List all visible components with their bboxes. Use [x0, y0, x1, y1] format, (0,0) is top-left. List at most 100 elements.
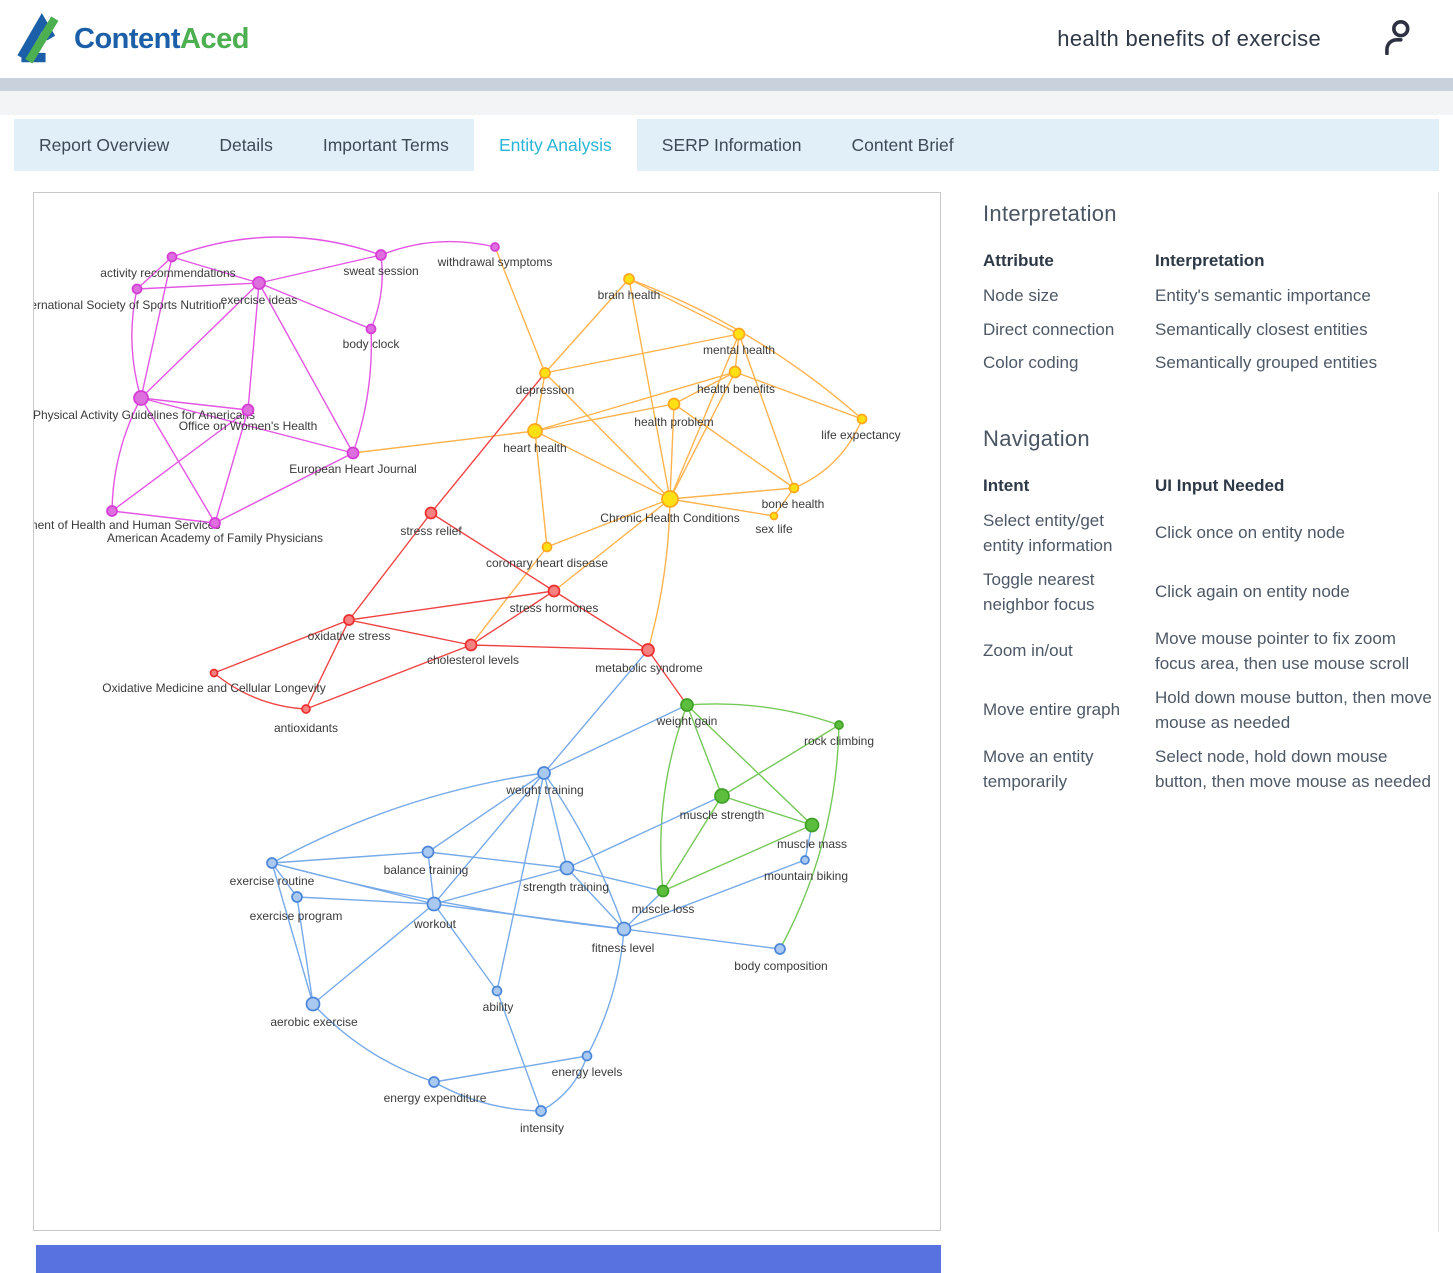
- graph-node-label: life expectancy: [821, 428, 900, 442]
- graph-node-omcl[interactable]: [209, 668, 219, 678]
- graph-edge: [352, 430, 536, 454]
- user-profile-button[interactable]: [1381, 19, 1415, 60]
- graph-node-weight_training[interactable]: [537, 766, 551, 780]
- graph-node-withdrawal[interactable]: [490, 242, 500, 252]
- tab-entity-analysis[interactable]: Entity Analysis: [473, 119, 637, 171]
- graph-edge: [430, 372, 546, 514]
- graph-edge: [534, 430, 548, 548]
- graph-node-workout[interactable]: [426, 896, 442, 912]
- graph-node-chd[interactable]: [541, 541, 553, 553]
- brand-name: ContentAced: [74, 23, 249, 56]
- graph-edge: [544, 372, 671, 500]
- graph-node-label: European Heart Journal: [289, 462, 416, 476]
- graph-edge: [271, 772, 545, 864]
- tab-report-overview[interactable]: Report Overview: [39, 134, 170, 155]
- graph-edge: [140, 397, 249, 411]
- graph-node-aafp[interactable]: [209, 517, 221, 529]
- graph-node-ei[interactable]: [252, 276, 266, 290]
- brand-part1: Content: [74, 22, 181, 55]
- graph-node-energy_exp[interactable]: [428, 1076, 440, 1088]
- graph-node-problem[interactable]: [667, 397, 681, 411]
- graph-node-mental[interactable]: [732, 327, 746, 341]
- graph-edge: [496, 772, 545, 992]
- brand-logo-icon: [17, 13, 59, 64]
- graph-node-strength_training[interactable]: [559, 860, 575, 876]
- table-row: Select entity/get entity information Cli…: [983, 504, 1433, 563]
- graph-node-stress_hormones[interactable]: [547, 584, 561, 598]
- graph-node-issn[interactable]: [131, 283, 143, 295]
- graph-node-label: ability: [483, 1000, 514, 1014]
- person-icon: [1385, 19, 1410, 55]
- graph-node-label: Office on Women's Health: [179, 419, 318, 433]
- navigation-cell: Toggle nearest neighbor focus: [983, 569, 1095, 615]
- graph-node-chc[interactable]: [661, 490, 679, 508]
- graph-node-label: withdrawal symptoms: [437, 255, 553, 269]
- graph-edge: [131, 288, 142, 399]
- graph-edge: [669, 498, 775, 517]
- tab-serp-information[interactable]: SERP Information: [661, 134, 802, 155]
- graph-edge: [171, 236, 382, 258]
- graph-edge: [534, 372, 546, 432]
- graph-node-label: metabolic syndrome: [595, 661, 703, 675]
- graph-edge: [534, 430, 671, 500]
- graph-node-label: oxidative stress: [308, 629, 391, 643]
- tab-details[interactable]: Details: [219, 134, 273, 155]
- graph-node-label: antioxidants: [274, 721, 338, 735]
- graph-node-exercise_program[interactable]: [291, 891, 303, 903]
- graph-node-muscle_strength[interactable]: [714, 788, 730, 804]
- graph-node-label: Chronic Health Conditions: [600, 511, 739, 525]
- graph-node-antiox[interactable]: [301, 704, 311, 714]
- graph-node-dhhs[interactable]: [106, 505, 118, 517]
- graph-node-pag[interactable]: [133, 390, 149, 406]
- graph-node-ability[interactable]: [491, 985, 503, 997]
- graph-node-owh[interactable]: [241, 403, 255, 417]
- graph-edge: [721, 795, 813, 826]
- tab-content-brief[interactable]: Content Brief: [851, 134, 954, 155]
- graph-edge: [136, 256, 173, 290]
- graph-node-exercise_routine[interactable]: [266, 857, 278, 869]
- graph-node-life_exp[interactable]: [856, 413, 868, 425]
- graph-edge: [140, 256, 173, 399]
- graph-node-cholesterol[interactable]: [464, 638, 478, 652]
- interpretation-title: Interpretation: [983, 201, 1117, 226]
- graph-edge: [669, 371, 736, 500]
- graph-node-label: heart health: [503, 441, 566, 455]
- graph-node-aerobic[interactable]: [305, 996, 321, 1012]
- graph-node-sweat[interactable]: [375, 249, 387, 261]
- graph-node-ehj[interactable]: [346, 446, 360, 460]
- graph-node-depression[interactable]: [539, 367, 551, 379]
- table-row: Direct connection Semantically closest e…: [983, 313, 1433, 347]
- graph-node-ar[interactable]: [166, 251, 178, 263]
- graph-node-muscle_mass[interactable]: [804, 817, 820, 833]
- graph-node-label: stress hormones: [510, 601, 599, 615]
- graph-node-muscle_loss[interactable]: [656, 884, 670, 898]
- graph-node-label: Physical Activity Guidelines for America…: [34, 408, 255, 422]
- graph-node-label: body composition: [734, 959, 827, 973]
- graph-node-sex_life[interactable]: [769, 511, 779, 521]
- graph-node-brain[interactable]: [623, 273, 635, 285]
- graph-node-label: exercise routine: [230, 874, 315, 888]
- graph-edge: [540, 1055, 588, 1112]
- graph-node-body_comp[interactable]: [774, 943, 786, 955]
- graph-node-oxidative[interactable]: [343, 614, 355, 626]
- graph-node-fitness_level[interactable]: [616, 921, 632, 937]
- graph-node-balance_training[interactable]: [421, 845, 435, 859]
- graph-node-intensity[interactable]: [535, 1105, 547, 1117]
- graph-node-mountain_biking[interactable]: [800, 855, 810, 865]
- tab-important-terms[interactable]: Important Terms: [322, 134, 449, 155]
- graph-node-bone[interactable]: [788, 482, 800, 494]
- graph-edge: [734, 371, 863, 420]
- graph-node-heart[interactable]: [527, 423, 543, 439]
- graph-node-rock_climbing[interactable]: [834, 720, 844, 730]
- graph-node-label: exercise program: [250, 909, 343, 923]
- graph-node-metabolic[interactable]: [641, 643, 655, 657]
- graph-node-stress_relief[interactable]: [424, 506, 438, 520]
- graph-node-benefits[interactable]: [728, 365, 742, 379]
- graph-node-weight_gain[interactable]: [680, 698, 694, 712]
- interpretation-cell: Entity's semantic importance: [1155, 286, 1371, 305]
- graph-node-energy_levels[interactable]: [581, 1050, 593, 1062]
- brand-logo[interactable]: ContentAced: [14, 13, 249, 65]
- graph-node-body_clock[interactable]: [365, 323, 377, 335]
